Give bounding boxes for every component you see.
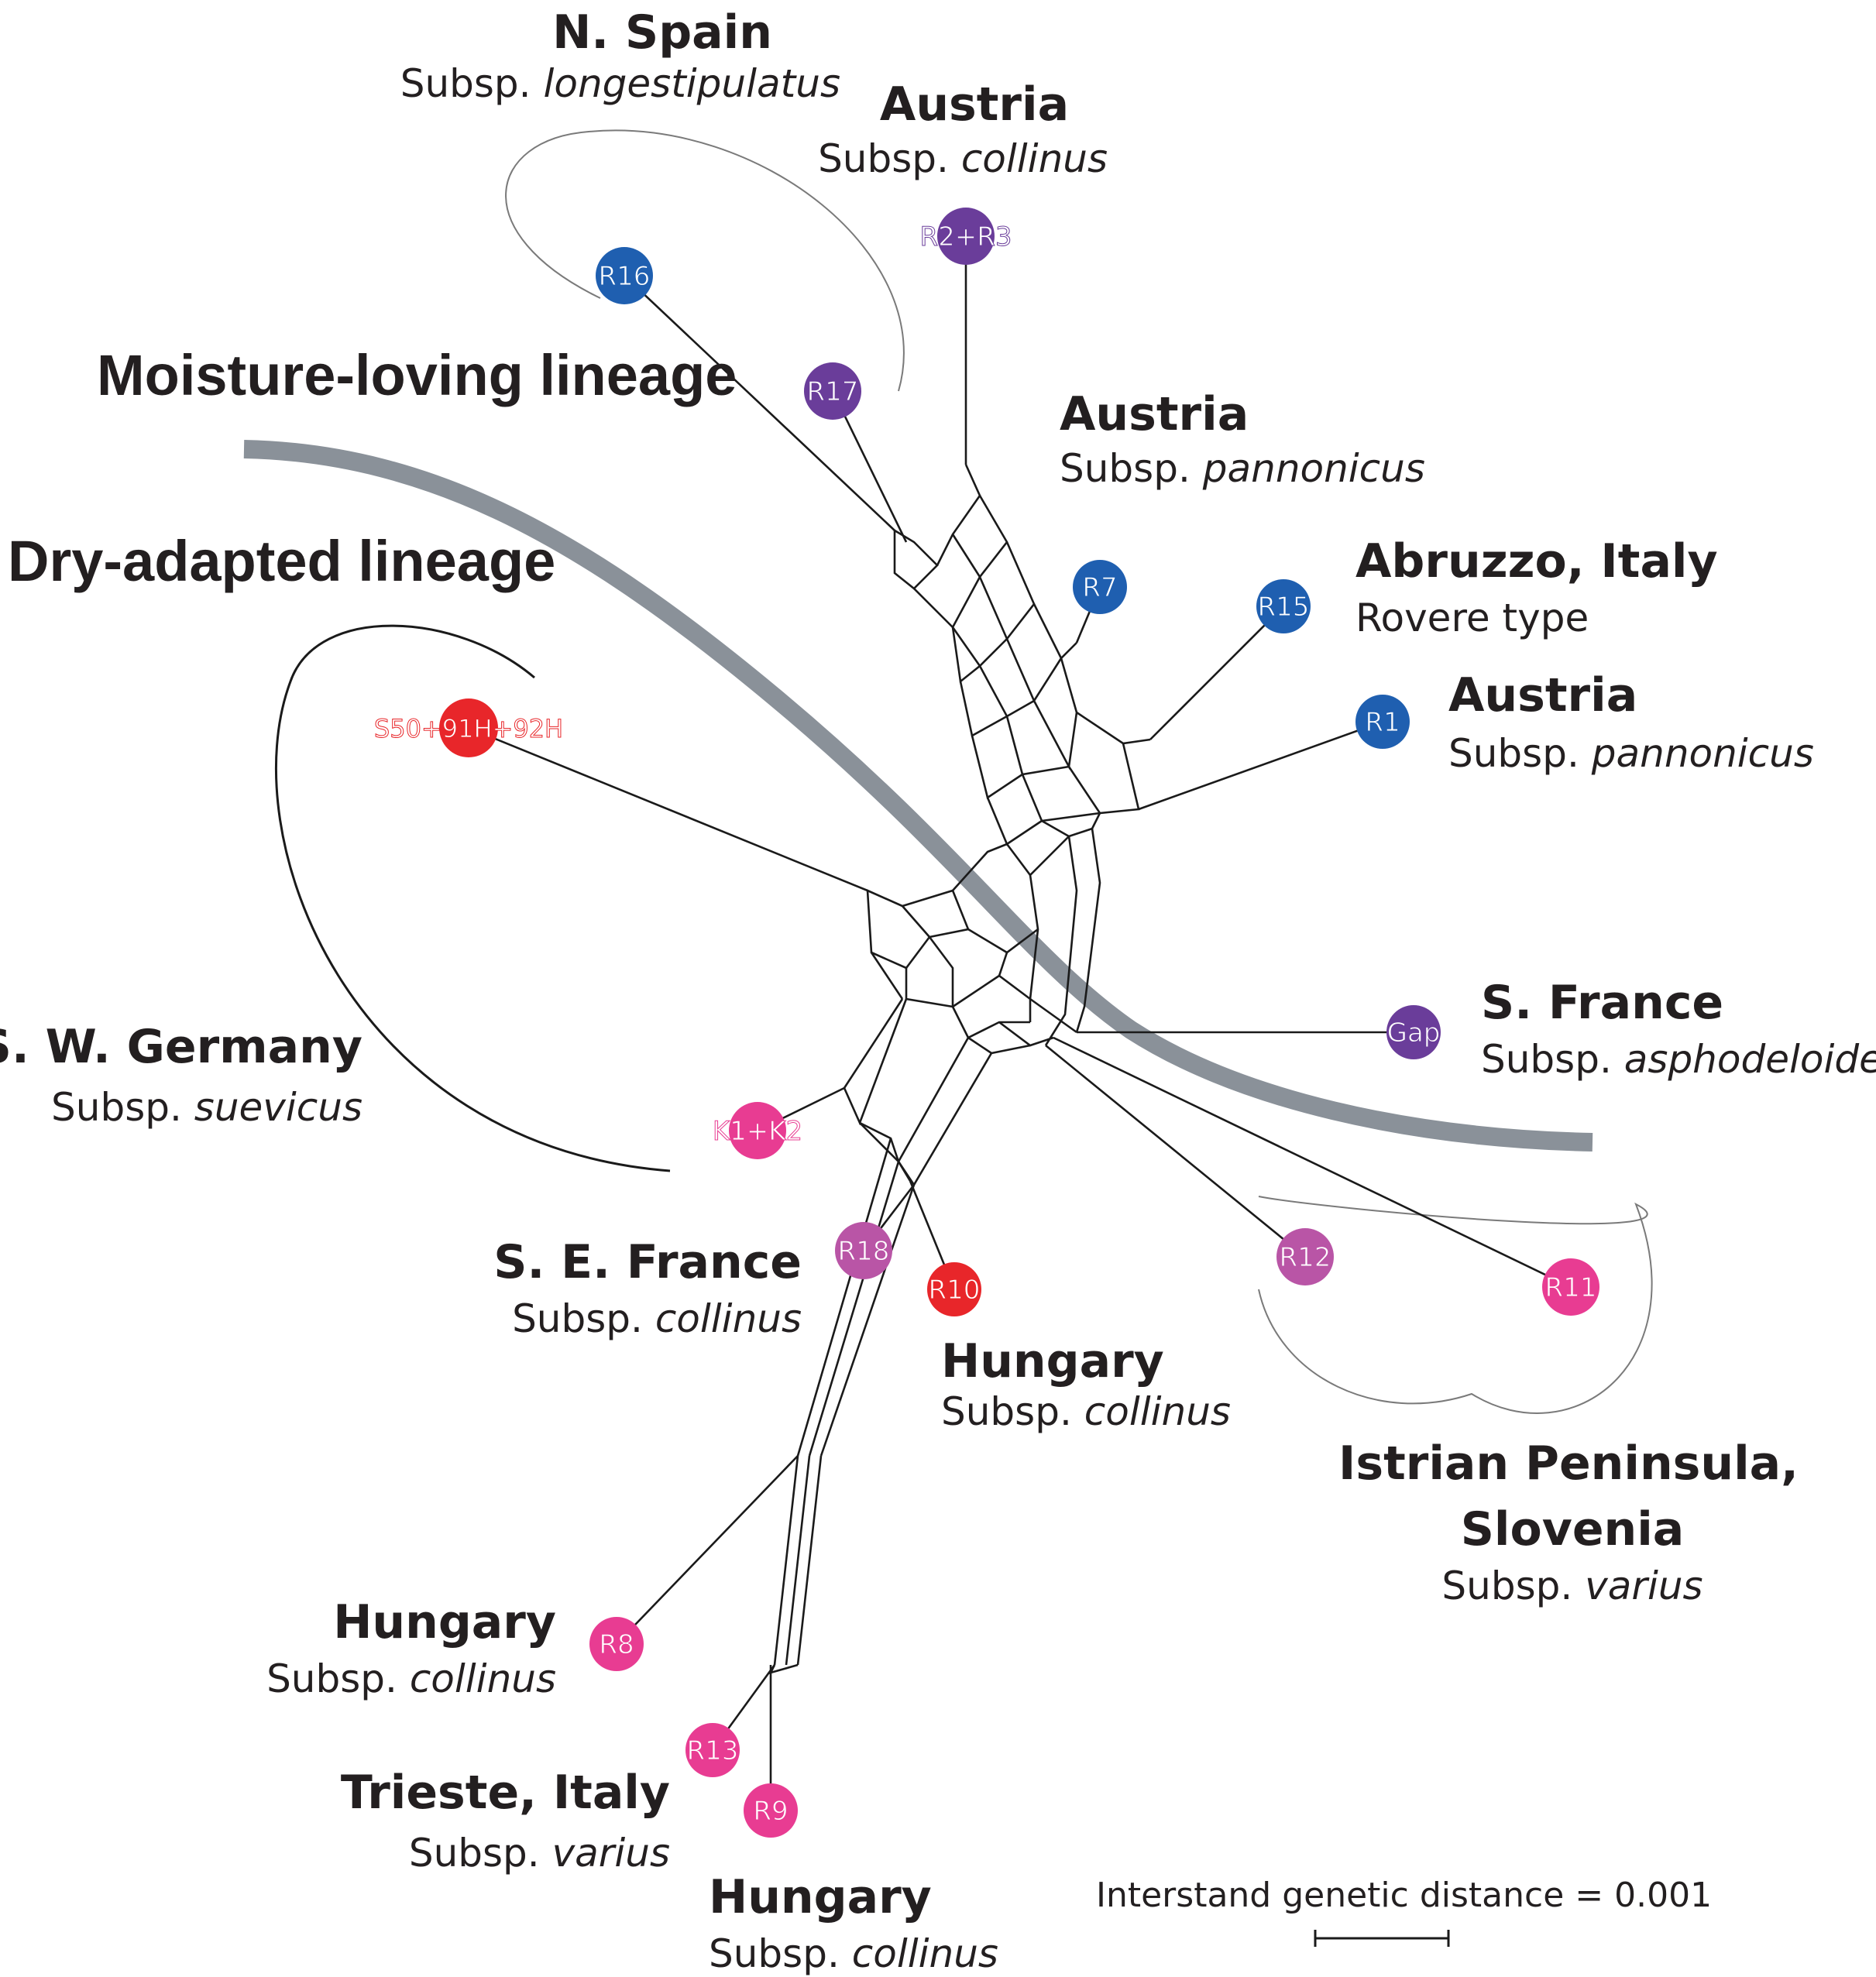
node-r10: R10 [927, 1262, 981, 1316]
label-austria-pannonicus-2-sub: Subsp. pannonicus [1448, 731, 1814, 776]
label-hungary-r8-sub: Subsp. collinus [266, 1656, 556, 1701]
node-label: R8 [599, 1629, 634, 1660]
node-circle [1355, 695, 1410, 749]
node-r8: R8 [589, 1617, 644, 1671]
label-austria-pannonicus-2: Austria [1448, 668, 1637, 722]
node-label: R2+R3 [920, 221, 1012, 252]
group-arc-sw-germany [275, 624, 671, 1172]
label-trieste: Trieste, Italy [341, 1766, 670, 1820]
node-circle [439, 698, 498, 757]
node-r1: R1 [1355, 695, 1410, 749]
label-s-france-sub: Subsp. asphodeloides [1481, 1037, 1876, 1082]
label-istria-sub: Subsp. varius [1441, 1563, 1702, 1608]
label-abruzzo: Abruzzo, Italy [1355, 534, 1718, 589]
node-label: R12 [1280, 1242, 1331, 1273]
scale-bar: Interstand genetic distance = 0.001 [1096, 1876, 1712, 1947]
node-circle [589, 1617, 644, 1671]
node-circle [1542, 1258, 1599, 1316]
node-s50-91h-92h: S50+91H+92H [373, 698, 564, 757]
node-label: R1 [1365, 707, 1400, 738]
node-circle [1073, 560, 1127, 614]
label-austria-collinus: Austria [880, 77, 1069, 132]
node-circle [835, 1222, 892, 1279]
lineage-label-moisture: Moisture-loving lineage [97, 343, 737, 407]
node-r15: R15 [1256, 579, 1311, 633]
node-label: R11 [1545, 1272, 1597, 1303]
node-r11: R11 [1542, 1258, 1599, 1316]
node-circle [1276, 1228, 1334, 1285]
node-label: K1+K2 [713, 1116, 802, 1147]
node-circle [937, 208, 995, 265]
label-hungary-r8: Hungary [333, 1595, 556, 1649]
label-trieste-sub: Subsp. varius [409, 1831, 670, 1876]
node-circle [804, 362, 861, 420]
label-austria-pannonicus-1-sub: Subsp. pannonicus [1060, 446, 1425, 491]
node-r7: R7 [1073, 560, 1127, 614]
label-istria-2: Slovenia [1461, 1502, 1685, 1557]
node-gap: Gap [1386, 1005, 1441, 1059]
node-r18: R18 [835, 1222, 892, 1279]
node-label: R18 [838, 1236, 890, 1267]
group-arc-n-spain [505, 129, 905, 392]
label-istria: Istrian Peninsula, [1338, 1436, 1799, 1491]
node-circle [1386, 1005, 1441, 1059]
node-label: R15 [1258, 592, 1310, 623]
node-r9: R9 [744, 1783, 798, 1838]
label-austria-pannonicus-1: Austria [1060, 387, 1249, 441]
node-r2-r3: R2+R3 [919, 208, 1012, 265]
label-se-france-sub: Subsp. collinus [512, 1296, 802, 1341]
node-k1-k2: K1+K2 [712, 1102, 803, 1159]
label-austria-collinus-sub: Subsp. collinus [818, 136, 1108, 181]
node-circle [729, 1102, 786, 1159]
label-abruzzo-sub: Rovere type [1355, 596, 1589, 640]
node-label: R10 [929, 1275, 981, 1306]
node-r17: R17 [804, 362, 861, 420]
node-r13: R13 [685, 1723, 740, 1777]
node-label: Gap [1387, 1018, 1441, 1049]
label-n-spain: N. Spain [552, 5, 772, 60]
lineage-label-dry: Dry-adapted lineage [8, 529, 555, 593]
group-arc-istria [1258, 1196, 1653, 1414]
label-n-spain-sub: Subsp. longestipulatus [400, 61, 840, 106]
node-label: R9 [753, 1796, 788, 1827]
scale-bar-label: Interstand genetic distance = 0.001 [1096, 1876, 1712, 1915]
node-circle [1256, 579, 1311, 633]
label-hungary-r10: Hungary [941, 1334, 1164, 1388]
label-hungary-r9-sub: Subsp. collinus [709, 1931, 998, 1976]
network-edges [468, 236, 1572, 1811]
node-circle [744, 1783, 798, 1838]
location-labels: N. Spain Subsp. longestipulatus Austria … [0, 5, 1876, 1976]
node-label: R7 [1082, 572, 1117, 603]
label-s-france: S. France [1481, 976, 1723, 1030]
label-sw-germany: S. W. Germany [0, 1020, 362, 1074]
node-label: R17 [807, 376, 859, 407]
label-sw-germany-sub: Subsp. suevicus [51, 1085, 362, 1130]
node-r16: R16 [596, 247, 653, 304]
label-hungary-r9: Hungary [709, 1870, 932, 1924]
label-hungary-r10-sub: Subsp. collinus [941, 1389, 1231, 1434]
label-se-france: S. E. France [493, 1235, 802, 1289]
node-circle [596, 247, 653, 304]
node-circle [685, 1723, 740, 1777]
node-label: R13 [687, 1735, 739, 1766]
node-circle [927, 1262, 981, 1316]
node-r12: R12 [1276, 1228, 1334, 1285]
node-label: R16 [599, 261, 651, 292]
node-label: S50+91H+92H [374, 714, 563, 743]
